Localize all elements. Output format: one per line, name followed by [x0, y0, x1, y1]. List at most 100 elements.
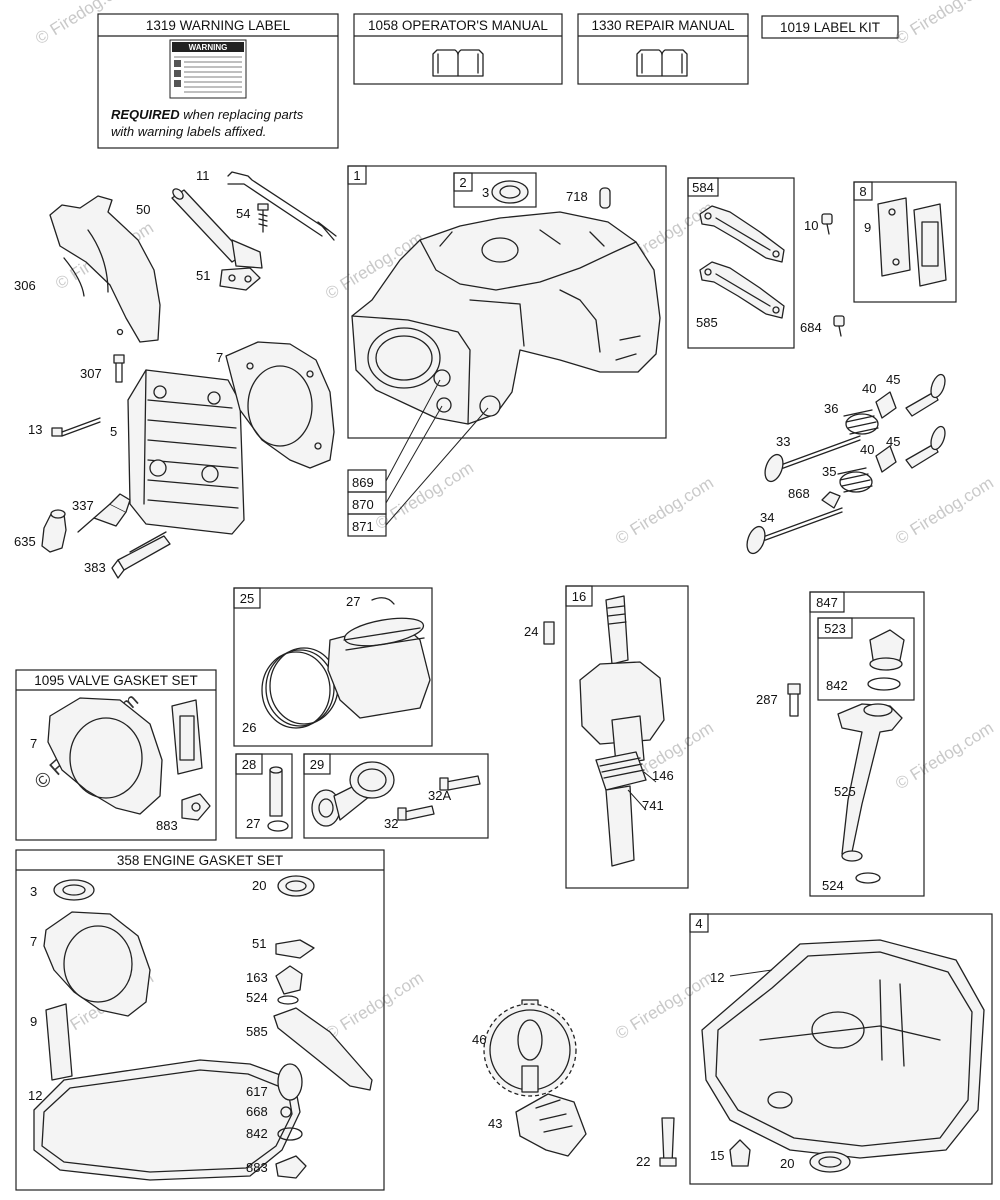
- warning-label-required: REQUIRED: [111, 107, 180, 122]
- spark-plug-337: [77, 493, 131, 533]
- callout-842g: 842: [246, 1126, 268, 1141]
- callout-9g: 9: [30, 1014, 37, 1029]
- spark-plug-boot-635: [41, 509, 67, 553]
- repair-manual-title: 1330 REPAIR MANUAL: [591, 18, 735, 33]
- engine-gasket-set-title: 358 ENGINE GASKET SET: [117, 853, 283, 868]
- callout-3g: 3: [30, 884, 37, 899]
- callout-26: 26: [242, 720, 256, 735]
- label-kit-title: 1019 LABEL KIT: [780, 20, 880, 35]
- gasket-51: [219, 267, 261, 291]
- callout-9: 9: [864, 220, 871, 235]
- watermark-text: © Firedog.com: [892, 718, 997, 793]
- callout-10: 10: [804, 218, 818, 233]
- callout-883g: 883: [246, 1160, 268, 1175]
- warning-sticker-title: WARNING: [189, 43, 228, 52]
- bolt-13: [51, 417, 101, 437]
- camshaft-46: [483, 999, 577, 1097]
- callout-383: 383: [84, 560, 106, 575]
- callout-46: 46: [472, 1032, 486, 1047]
- callout-5: 5: [110, 424, 117, 439]
- group-number-523: 523: [824, 621, 846, 636]
- group-number-16: 16: [572, 589, 586, 604]
- callout-45b: 45: [886, 434, 900, 449]
- group-number-25: 25: [240, 591, 254, 606]
- label-kit-box: 1019 LABEL KIT: [761, 15, 899, 39]
- callout-22: 22: [636, 1154, 650, 1169]
- cylinder-head-5: [127, 369, 245, 535]
- callout-35: 35: [822, 464, 836, 479]
- piston-group-25: 25: [233, 587, 433, 747]
- warning-sticker: WARNING: [169, 39, 247, 99]
- watermark-text: © Firedog.com: [372, 458, 477, 533]
- callout-163: 163: [246, 970, 268, 985]
- callout-54: 54: [236, 206, 250, 221]
- callout-20s: 20: [780, 1156, 794, 1171]
- callout-870: 870: [352, 497, 374, 512]
- watermark-text: © Firedog.com: [612, 968, 717, 1043]
- gasket-group-584: 584: [687, 177, 795, 349]
- callout-524g: 524: [246, 990, 268, 1005]
- callout-868: 868: [788, 486, 810, 501]
- callout-883v: 883: [156, 818, 178, 833]
- rod-group-29: 29: [303, 753, 489, 839]
- callout-871: 871: [352, 519, 374, 534]
- callout-11: 11: [196, 168, 210, 183]
- book-icon: [636, 49, 688, 77]
- watermark-text: © Firedog.com: [892, 473, 997, 548]
- callout-45a: 45: [886, 372, 900, 387]
- group-number-584: 584: [692, 180, 714, 195]
- valve-train: [746, 373, 946, 555]
- callout-12s: 12: [710, 970, 724, 985]
- dipstick-tube-11: [227, 171, 337, 241]
- dipstick-group-847: 847 523: [809, 591, 925, 897]
- oil-seal-3: [491, 180, 529, 204]
- callout-869: 869: [352, 475, 374, 490]
- callout-287: 287: [756, 692, 778, 707]
- group-number-2: 2: [459, 175, 466, 190]
- callout-24: 24: [524, 624, 538, 639]
- pin-group-28: 28: [235, 753, 293, 839]
- callout-20g: 20: [252, 878, 266, 893]
- callout-50: 50: [136, 202, 150, 217]
- book-icon: [432, 49, 484, 77]
- group-number-847: 847: [816, 595, 838, 610]
- callout-525: 525: [834, 784, 856, 799]
- callout-842a: 842: [826, 678, 848, 693]
- callout-524a: 524: [822, 878, 844, 893]
- callout-27b: 27: [246, 816, 260, 831]
- callout-36: 36: [824, 401, 838, 416]
- cylinder-block: [351, 211, 661, 425]
- callout-33: 33: [776, 434, 790, 449]
- callout-741: 741: [642, 798, 664, 813]
- callout-585g: 585: [246, 1024, 268, 1039]
- callout-306: 306: [14, 278, 36, 293]
- callout-337: 337: [72, 498, 94, 513]
- warning-label-title: 1319 WARNING LABEL: [146, 18, 291, 33]
- callout-635: 635: [14, 534, 36, 549]
- callout-617: 617: [246, 1084, 268, 1099]
- operators-manual-title: 1058 OPERATOR'S MANUAL: [368, 18, 548, 33]
- callout-stack-869-871: [347, 379, 489, 537]
- governor-43: [515, 1093, 587, 1157]
- operators-manual-box: 1058 OPERATOR'S MANUAL: [353, 13, 563, 85]
- callout-3: 3: [482, 185, 489, 200]
- callout-307: 307: [80, 366, 102, 381]
- breather-tube-50: [171, 188, 263, 269]
- warning-label-note-line2: with warning labels affixed.: [111, 124, 266, 139]
- key-24: [543, 621, 555, 645]
- callout-15: 15: [710, 1148, 724, 1163]
- callout-13: 13: [28, 422, 42, 437]
- warning-label-box: 1319 WARNING LABEL WARNING REQUIRED when…: [97, 13, 339, 149]
- callout-7g: 7: [30, 934, 37, 949]
- crankshaft-group-16: 16: [565, 585, 689, 889]
- callout-40b: 40: [860, 442, 874, 457]
- watermark-text: © Firedog.com: [892, 0, 997, 48]
- callout-585: 585: [696, 315, 718, 330]
- cylinder-group-box: 1 2: [347, 165, 667, 439]
- screw-307: [113, 354, 125, 383]
- clip-383: [111, 531, 171, 579]
- callout-7: 7: [216, 350, 223, 365]
